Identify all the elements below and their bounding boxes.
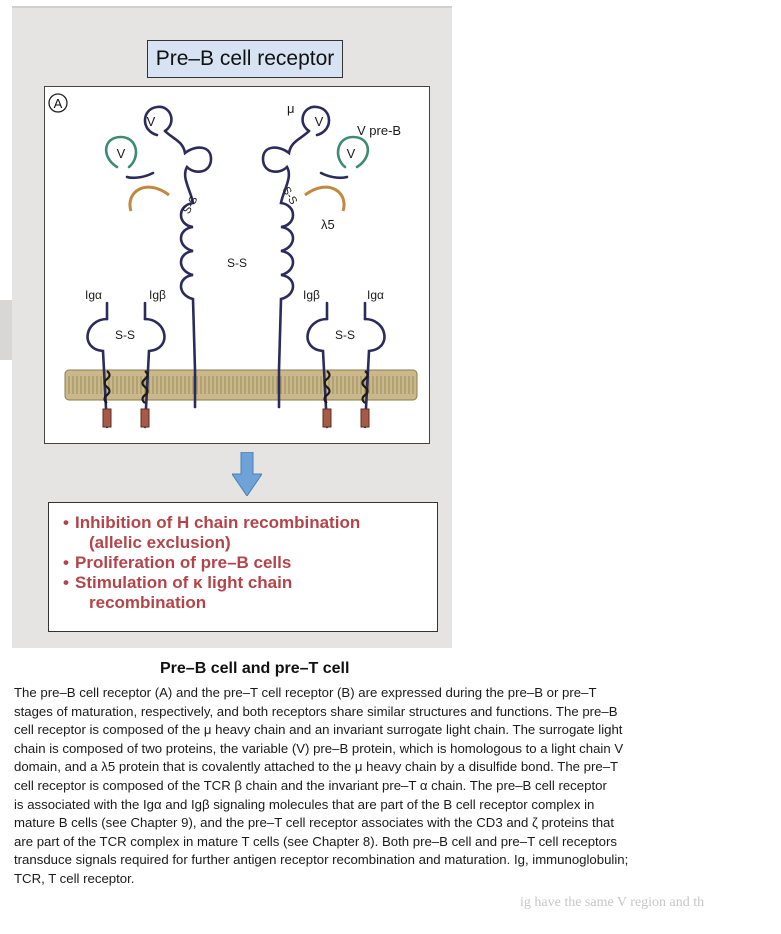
cytoplasmic-tails <box>102 408 370 428</box>
v-label-heavy-right: V <box>315 114 324 129</box>
bullet-marker: • <box>63 513 69 532</box>
caption-line: are part of the TCR complex in mature T … <box>14 833 618 849</box>
pre-b-receptor-diagram: A <box>48 93 418 429</box>
ig-beta-right-label: Igβ <box>303 288 320 302</box>
caption-line: is associated with the Igα and Igβ signa… <box>14 796 595 812</box>
lambda5-right <box>304 185 346 212</box>
v-label-heavy-left: V <box>147 114 156 129</box>
effect-text: Stimulation of κ light chain <box>75 573 293 592</box>
lambda5-left <box>128 185 170 212</box>
effect-text-continued: recombination <box>89 593 207 612</box>
mu-heavy-chain-right <box>261 105 331 409</box>
ig-alpha-right-label: Igα <box>367 288 384 302</box>
caption-line: The pre–B cell receptor (A) and the pre–… <box>14 685 597 700</box>
v-label-light-right: V <box>347 146 356 161</box>
page-top-rule <box>12 6 452 8</box>
effects-list: • Inhibition of H chain recombination (al… <box>48 502 438 632</box>
v-pre-b-right <box>319 135 370 180</box>
effect-item: • Inhibition of H chain recombination (al… <box>63 513 437 553</box>
ig-alpha-beta-left <box>86 301 166 429</box>
caption-line: cell receptor is composed of the TCR β c… <box>14 777 607 793</box>
disulfide-center: S-S <box>227 256 247 270</box>
bullet-marker: • <box>63 573 69 592</box>
caption-line: TCR, T cell receptor. <box>14 870 135 886</box>
disulfide-ig-right: S-S <box>335 328 355 342</box>
disulfide-left: S-S <box>181 194 201 216</box>
ig-alpha-beta-right <box>306 301 386 429</box>
page-edge-band <box>0 300 12 360</box>
redaction-patch <box>30 656 140 676</box>
transmembrane-coils <box>103 370 369 404</box>
receptor-diagram-panel: A <box>44 86 430 444</box>
caption-line: chain is composed of two proteins, the v… <box>14 740 624 756</box>
v-pre-b-left <box>104 135 155 180</box>
panel-label-circle <box>48 93 68 113</box>
panel-label: A <box>54 96 63 111</box>
down-arrow-icon <box>232 452 262 496</box>
effect-item: • Proliferation of pre–B cells <box>63 553 437 573</box>
bullet-marker: • <box>63 553 69 572</box>
caption-body: The pre–B cell receptor (A) and the pre–… <box>14 684 781 889</box>
disulfide-ig-left: S-S <box>115 328 135 342</box>
bleed-through-text: ig have the same V region and th <box>520 895 705 910</box>
caption-line: domain, and a λ5 protein that is covalen… <box>14 759 619 775</box>
effect-text-continued: (allelic exclusion) <box>89 533 231 552</box>
mu-heavy-chain-left <box>143 105 213 409</box>
effect-item: • Stimulation of κ light chain recombinat… <box>63 573 437 613</box>
v-pre-b-label: V pre-B <box>357 123 401 138</box>
caption-line: mature B cells (see Chapter 9), and the … <box>14 815 615 831</box>
effect-text: Proliferation of pre–B cells <box>75 553 292 572</box>
caption-heading: Pre–B cell and pre–T cell <box>160 660 350 677</box>
ig-alpha-left-label: Igα <box>85 288 102 302</box>
ig-beta-left-label: Igβ <box>149 288 166 302</box>
caption-line: stages of maturation, respectively, and … <box>14 703 618 719</box>
v-label-light-left: V <box>117 146 126 161</box>
figure-title: Pre–B cell receptor <box>147 40 343 78</box>
lambda5-label: λ5 <box>321 217 335 232</box>
caption-line: transduce signals required for further a… <box>14 852 629 868</box>
effect-text: Inhibition of H chain recombination <box>75 513 361 532</box>
caption-line: cell receptor is composed of the μ heavy… <box>14 722 623 738</box>
mu-label: μ <box>287 101 295 116</box>
